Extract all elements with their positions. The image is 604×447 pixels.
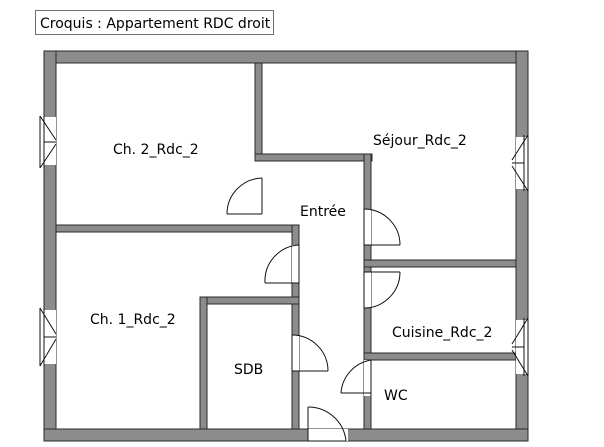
wall-entree-north xyxy=(254,153,373,162)
door-ch1 xyxy=(264,244,300,284)
wall-ch2-ch1 xyxy=(55,224,299,233)
title-frame xyxy=(35,10,274,35)
outer-wall-bottom xyxy=(43,428,529,442)
window-sejour xyxy=(511,134,529,192)
window-ch1 xyxy=(39,307,57,367)
windows xyxy=(39,115,529,377)
outer-wall-top xyxy=(43,50,529,64)
walls xyxy=(43,50,529,442)
window-ch2 xyxy=(39,115,57,169)
room-label-sejour: Séjour_Rdc_2 xyxy=(373,133,467,149)
window-cuisine xyxy=(511,317,529,377)
door-sejour xyxy=(363,208,401,246)
room-label-ch1: Ch. 1_Rdc_2 xyxy=(90,312,176,328)
wall-entree-west xyxy=(291,224,300,430)
outer-wall-left xyxy=(43,50,57,442)
wall-sejour-cuisine xyxy=(363,259,517,268)
door-entrance xyxy=(307,406,348,442)
doors xyxy=(226,177,401,442)
door-cuisine xyxy=(363,271,401,309)
door-wc xyxy=(340,359,372,396)
outer-wall-right xyxy=(515,50,529,442)
wall-sdb-north xyxy=(199,296,300,305)
room-label-wc: WC xyxy=(384,388,408,404)
plan-title: Croquis : Appartement RDC droit xyxy=(40,16,271,32)
room-label-entree: Entrée xyxy=(300,204,346,220)
room-label-ch2: Ch. 2_Rdc_2 xyxy=(113,142,199,158)
wall-wc-north xyxy=(363,352,517,361)
door-sdb xyxy=(291,334,329,372)
title-box: Croquis : Appartement RDC droit xyxy=(35,10,274,35)
wall-ch2-east xyxy=(254,62,263,157)
room-label-cuisine: Cuisine_Rdc_2 xyxy=(392,325,492,341)
room-label-sdb: SDB xyxy=(234,362,263,378)
room-labels: Ch. 2_Rdc_2 Séjour_Rdc_2 Entrée Ch. 1_Rd… xyxy=(90,133,492,404)
wall-sdb-west xyxy=(199,296,208,430)
door-ch2 xyxy=(226,177,263,215)
